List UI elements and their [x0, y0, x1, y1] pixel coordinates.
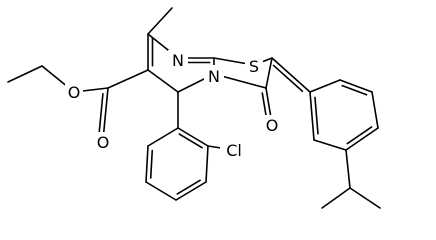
atom-n-ring: N: [208, 67, 220, 86]
bond-line: [309, 79, 341, 93]
bond-line: [7, 65, 43, 83]
bond-line: [345, 127, 379, 151]
bond-line: [339, 79, 373, 93]
o-ester-bg: [65, 82, 83, 102]
bond-line: [107, 69, 149, 89]
bond-line: [102, 87, 109, 141]
bond-line: [341, 84, 368, 96]
bond-line: [145, 145, 149, 183]
cl-bg: [220, 140, 248, 160]
bond-line: [314, 96, 319, 135]
o-keto-bg: [263, 115, 281, 135]
bond-line: [98, 93, 104, 135]
bond-line: [345, 149, 351, 189]
atom-o-carbonyl: O: [97, 133, 110, 152]
bond-line: [175, 181, 207, 201]
bond-line: [265, 57, 273, 89]
s-bg: [245, 56, 263, 76]
atom-n-top: N: [172, 51, 184, 70]
bond-line: [349, 187, 381, 209]
n-top-bg: [168, 50, 188, 70]
o-carbonyl-bg: [94, 132, 112, 152]
bond-lines: [7, 7, 381, 209]
bond-line: [147, 7, 173, 35]
bond-line: [176, 179, 201, 195]
bond-line: [145, 181, 177, 201]
atom-o-ester: O: [68, 83, 81, 102]
bond-line: [313, 139, 347, 151]
bond-line: [271, 57, 311, 93]
bond-line: [346, 126, 373, 145]
bond-line: [177, 127, 209, 147]
bond-line: [149, 149, 154, 179]
bond-line: [371, 91, 379, 129]
n-ring-bg: [204, 65, 224, 87]
bond-line: [178, 133, 203, 149]
bond-line: [309, 91, 315, 141]
bond-line: [321, 187, 351, 209]
atom-labels: N S N O O O Cl: [65, 50, 281, 160]
atom-cl: Cl: [226, 141, 242, 160]
bond-line: [272, 64, 304, 93]
atom-o-keto: O: [266, 116, 279, 135]
bond-line: [205, 145, 209, 183]
bond-line: [147, 69, 179, 93]
atom-s: S: [249, 57, 259, 76]
molecule-structure: N S N O O O Cl: [7, 7, 381, 209]
bond-line: [147, 127, 179, 147]
